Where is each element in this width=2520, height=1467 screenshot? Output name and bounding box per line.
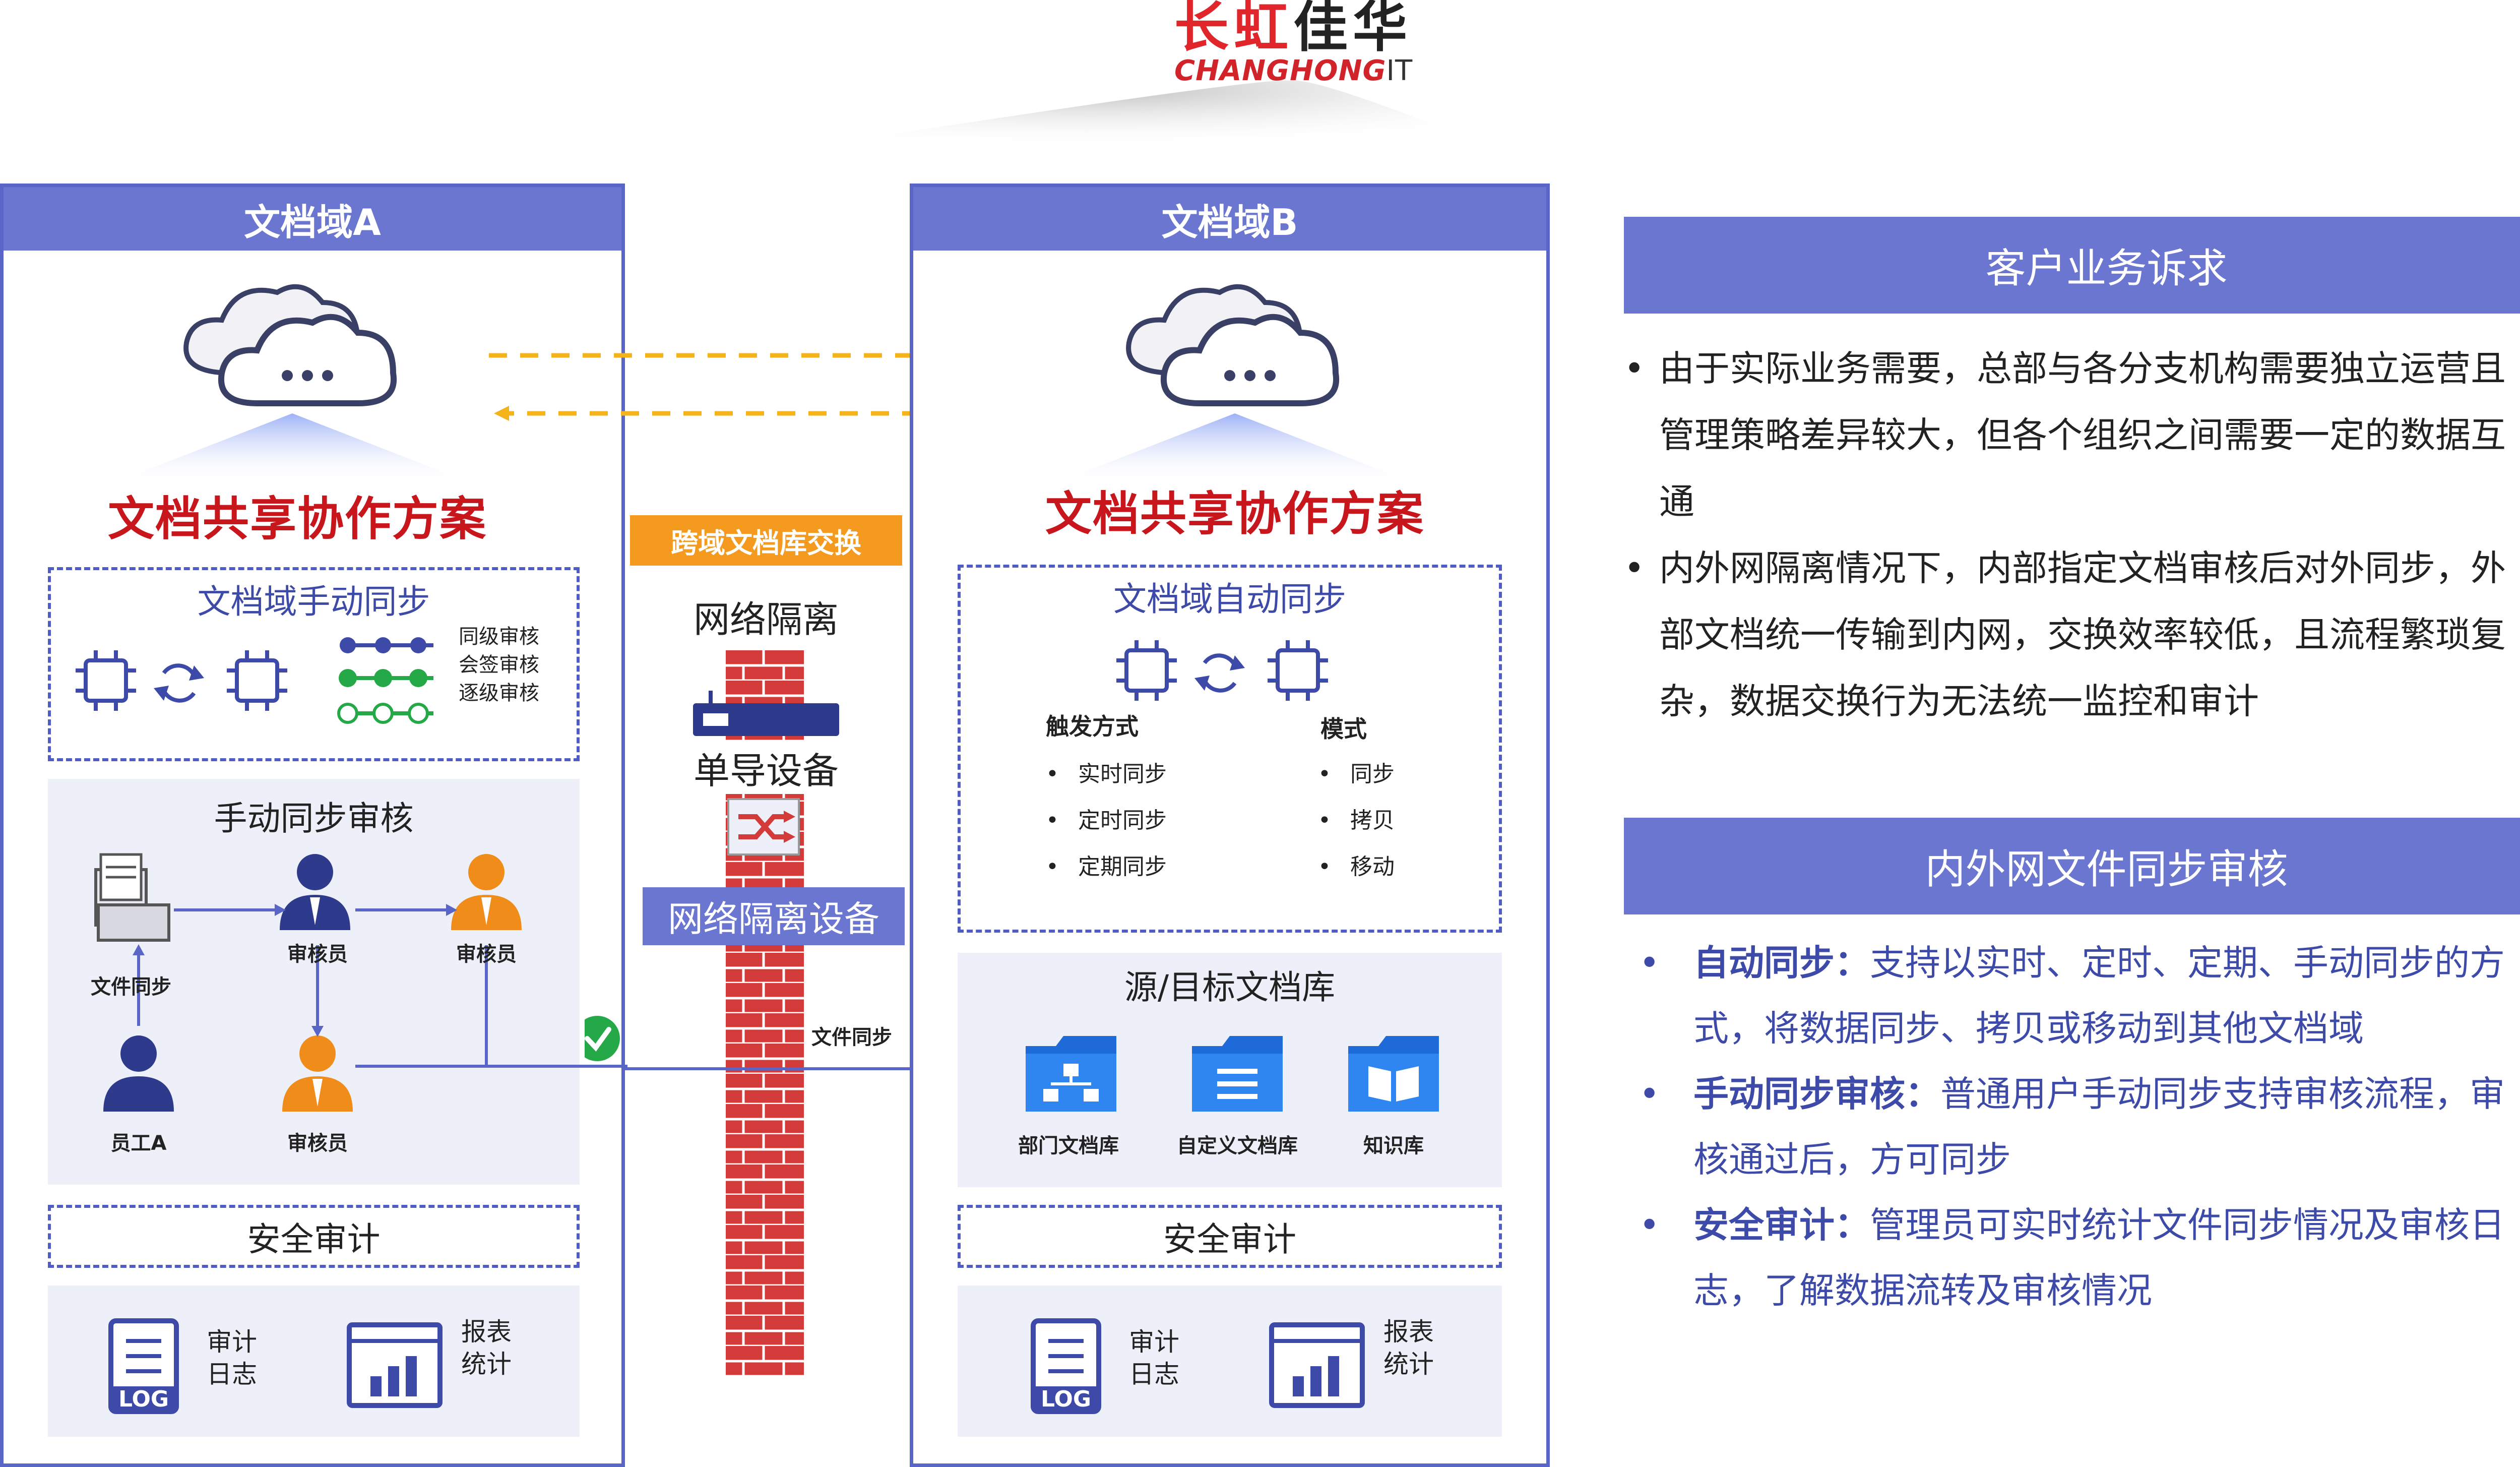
solution-title-b: 文档共享协作方案 xyxy=(1045,487,1424,541)
customer-needs-list: • 由于实际业务需要，总部与各分支机构需要独立运营且 管理策略差异较大，但各个组… xyxy=(1624,335,2520,735)
shuffle-switch-icon xyxy=(727,798,800,855)
sync-audit-header: 内外网文件同步审核 xyxy=(1624,818,2520,914)
approval-flow-icon xyxy=(337,637,433,724)
audit-log-label: 审计 日志 xyxy=(1129,1327,1179,1389)
employee-label: 员工A xyxy=(110,1132,167,1155)
auto-sync-title: 文档域自动同步 xyxy=(1113,580,1346,619)
company-logo: 长虹佳华 xyxy=(1174,0,1413,59)
file-sync-flow-line xyxy=(585,1016,960,1075)
review-flow-diagram xyxy=(94,853,627,1112)
mode-item: •同步 xyxy=(1318,761,1395,787)
security-audit-title: 安全审计 xyxy=(1163,1220,1296,1259)
bar-chart-icon xyxy=(347,1322,443,1408)
library-title: 源/目标文档库 xyxy=(1124,968,1336,1007)
audit-level-list: 同级审核 会签审核 逐级审核 xyxy=(459,623,539,707)
sync-audit-list: • 自动同步：支持以实时、定时、定期、手动同步的方 式，将数据同步、拷贝或移动到… xyxy=(1633,930,2520,1323)
trigger-item: •定期同步 xyxy=(1046,854,1167,880)
single-guide-device-label: 单导设备 xyxy=(655,741,877,794)
security-audit-title: 安全审计 xyxy=(247,1220,381,1259)
cloud-icon xyxy=(183,284,397,406)
reviewer-label: 审核员 xyxy=(456,943,517,966)
auto-sync-box xyxy=(958,565,1502,933)
trigger-title: 触发方式 xyxy=(1046,713,1139,740)
network-isolation-label: 网络隔离 xyxy=(693,598,839,641)
audit-level-item: 同级审核 xyxy=(459,625,539,648)
cross-domain-exchange-badge: 跨域文档库交换 xyxy=(630,515,902,566)
library-label: 部门文档库 xyxy=(1018,1134,1119,1157)
mode-item: •移动 xyxy=(1318,854,1395,880)
file-sync-label: 文件同步 xyxy=(811,1026,892,1049)
reviewer-label: 审核员 xyxy=(287,1132,348,1155)
knowledge-book-icon xyxy=(1348,1036,1439,1112)
mode-list: •同步 •拷贝 •移动 xyxy=(1318,751,1395,890)
log-icon-text: LOG xyxy=(118,1386,169,1412)
audit-level-item: 会签审核 xyxy=(459,653,539,677)
sync-audit-item: • 手动同步审核：普通用户手动同步支持审核流程，审 核通过后，方可同步 xyxy=(1639,1073,2505,1180)
report-stat-label: 报表 统计 xyxy=(461,1317,512,1379)
bar-chart-icon xyxy=(1269,1322,1365,1408)
manual-review-title: 手动同步审核 xyxy=(214,799,414,838)
customer-needs-header: 客户业务诉求 xyxy=(1624,217,2520,314)
log-icon-text: LOG xyxy=(1041,1386,1091,1412)
audit-log-label: 审计 日志 xyxy=(207,1327,257,1389)
trigger-item: •实时同步 xyxy=(1046,761,1167,787)
customer-need-item: • 由于实际业务需要，总部与各分支机构需要独立运营且 管理策略差异较大，但各个组… xyxy=(1624,348,2506,522)
security-audit-box xyxy=(958,1205,1502,1268)
manual-sync-box xyxy=(48,567,580,761)
customer-need-item: • 内外网隔离情况下，内部指定文档审核后对外同步，外 部文档统一传输到内网，交换… xyxy=(1624,547,2506,722)
network-device-icon xyxy=(693,691,839,736)
isolation-device-badge: 网络隔离设备 xyxy=(643,887,905,945)
sync-chip-icon xyxy=(76,650,287,711)
trigger-item: •定时同步 xyxy=(1046,808,1167,833)
manual-sync-title: 文档域手动同步 xyxy=(197,582,430,621)
report-stat-label: 报表 统计 xyxy=(1383,1317,1434,1379)
cloud-icon xyxy=(1126,284,1340,406)
sync-chip-icon xyxy=(1116,640,1328,701)
logo-fan-shadow xyxy=(620,80,1562,176)
manual-review-box xyxy=(48,779,580,1185)
log-file-icon: LOG xyxy=(108,1318,179,1414)
sync-audit-item: • 安全审计：管理员可实时统计文件同步情况及审核日 志，了解数据流转及审核情况 xyxy=(1639,1204,2505,1311)
trigger-list: •实时同步 •定时同步 •定期同步 xyxy=(1046,751,1167,890)
security-audit-box xyxy=(48,1205,580,1268)
mode-item: •拷贝 xyxy=(1318,808,1395,833)
library-label: 知识库 xyxy=(1363,1134,1424,1157)
custom-folder-icon xyxy=(1192,1036,1283,1112)
reviewer-label: 审核员 xyxy=(287,943,348,966)
audit-level-item: 逐级审核 xyxy=(459,682,539,705)
domain-b-title: 文档域B xyxy=(913,187,1546,251)
light-beam xyxy=(111,413,474,484)
solution-title-a: 文档共享协作方案 xyxy=(107,492,487,546)
document-printer-icon xyxy=(94,853,170,942)
mode-title: 模式 xyxy=(1320,715,1367,743)
light-beam xyxy=(1053,413,1416,484)
department-folder-icon xyxy=(1026,1036,1116,1112)
sync-audit-item: • 自动同步：支持以实时、定时、定期、手动同步的方 式，将数据同步、拷贝或移动到… xyxy=(1639,942,2505,1049)
domain-a-title: 文档域A xyxy=(4,187,621,251)
log-file-icon: LOG xyxy=(1031,1318,1101,1414)
file-sync-label: 文件同步 xyxy=(91,975,171,999)
library-label: 自定义文档库 xyxy=(1177,1134,1298,1157)
